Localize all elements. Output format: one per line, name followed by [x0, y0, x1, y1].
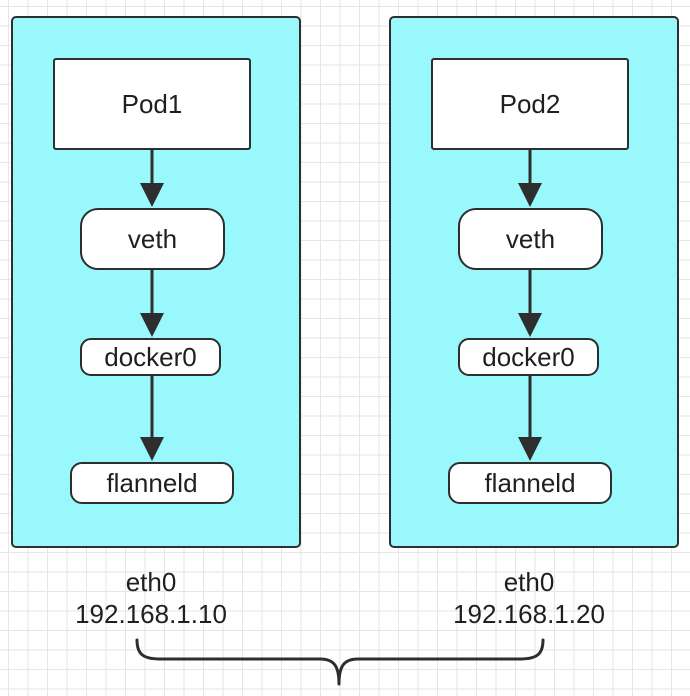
flanneld-box-node-2: flanneld — [448, 462, 612, 504]
eth0-name-node-2: eth0 — [503, 567, 555, 597]
node-1-container: Pod1 veth docker0 flanneld — [11, 16, 301, 548]
brace-path — [135, 638, 545, 686]
veth-box-node-1: veth — [80, 208, 225, 270]
pod2-box: Pod2 — [431, 58, 629, 150]
docker0-label-node-1: docker0 — [104, 341, 197, 372]
eth0-ip-node-1: 192.168.1.10 — [75, 599, 227, 629]
flanneld-label-node-1: flanneld — [106, 467, 198, 498]
veth-label-node-1: veth — [127, 223, 178, 254]
node-1-arrows — [140, 150, 164, 461]
eth0-label-node-2: eth0 192.168.1.20 — [409, 566, 649, 630]
arrowhead-pod1-to-veth — [140, 183, 164, 207]
docker0-box-node-1: docker0 — [80, 338, 221, 376]
arrowhead-docker0-to-flanneld — [140, 437, 164, 461]
node-2-container: Pod2 veth docker0 flanneld — [389, 16, 679, 548]
arrowhead-docker0-to-flanneld — [518, 437, 542, 461]
eth0-name-node-1: eth0 — [125, 567, 177, 597]
veth-box-node-2: veth — [458, 208, 603, 270]
flanneld-label-node-2: flanneld — [484, 467, 576, 498]
arrowhead-veth-to-docker0 — [518, 313, 542, 337]
veth-label-node-2: veth — [505, 223, 556, 254]
docker0-box-node-2: docker0 — [458, 338, 599, 376]
pod1-label: Pod1 — [121, 88, 183, 119]
eth0-label-node-1: eth0 192.168.1.10 — [31, 566, 271, 630]
pod1-box: Pod1 — [53, 58, 251, 150]
arrowhead-pod2-to-veth — [518, 183, 542, 207]
docker0-label-node-2: docker0 — [482, 341, 575, 372]
pod2-label: Pod2 — [499, 88, 561, 119]
flanneld-box-node-1: flanneld — [70, 462, 234, 504]
arrowhead-veth-to-docker0 — [140, 313, 164, 337]
eth0-ip-node-2: 192.168.1.20 — [453, 599, 605, 629]
node-2-arrows — [518, 150, 542, 461]
